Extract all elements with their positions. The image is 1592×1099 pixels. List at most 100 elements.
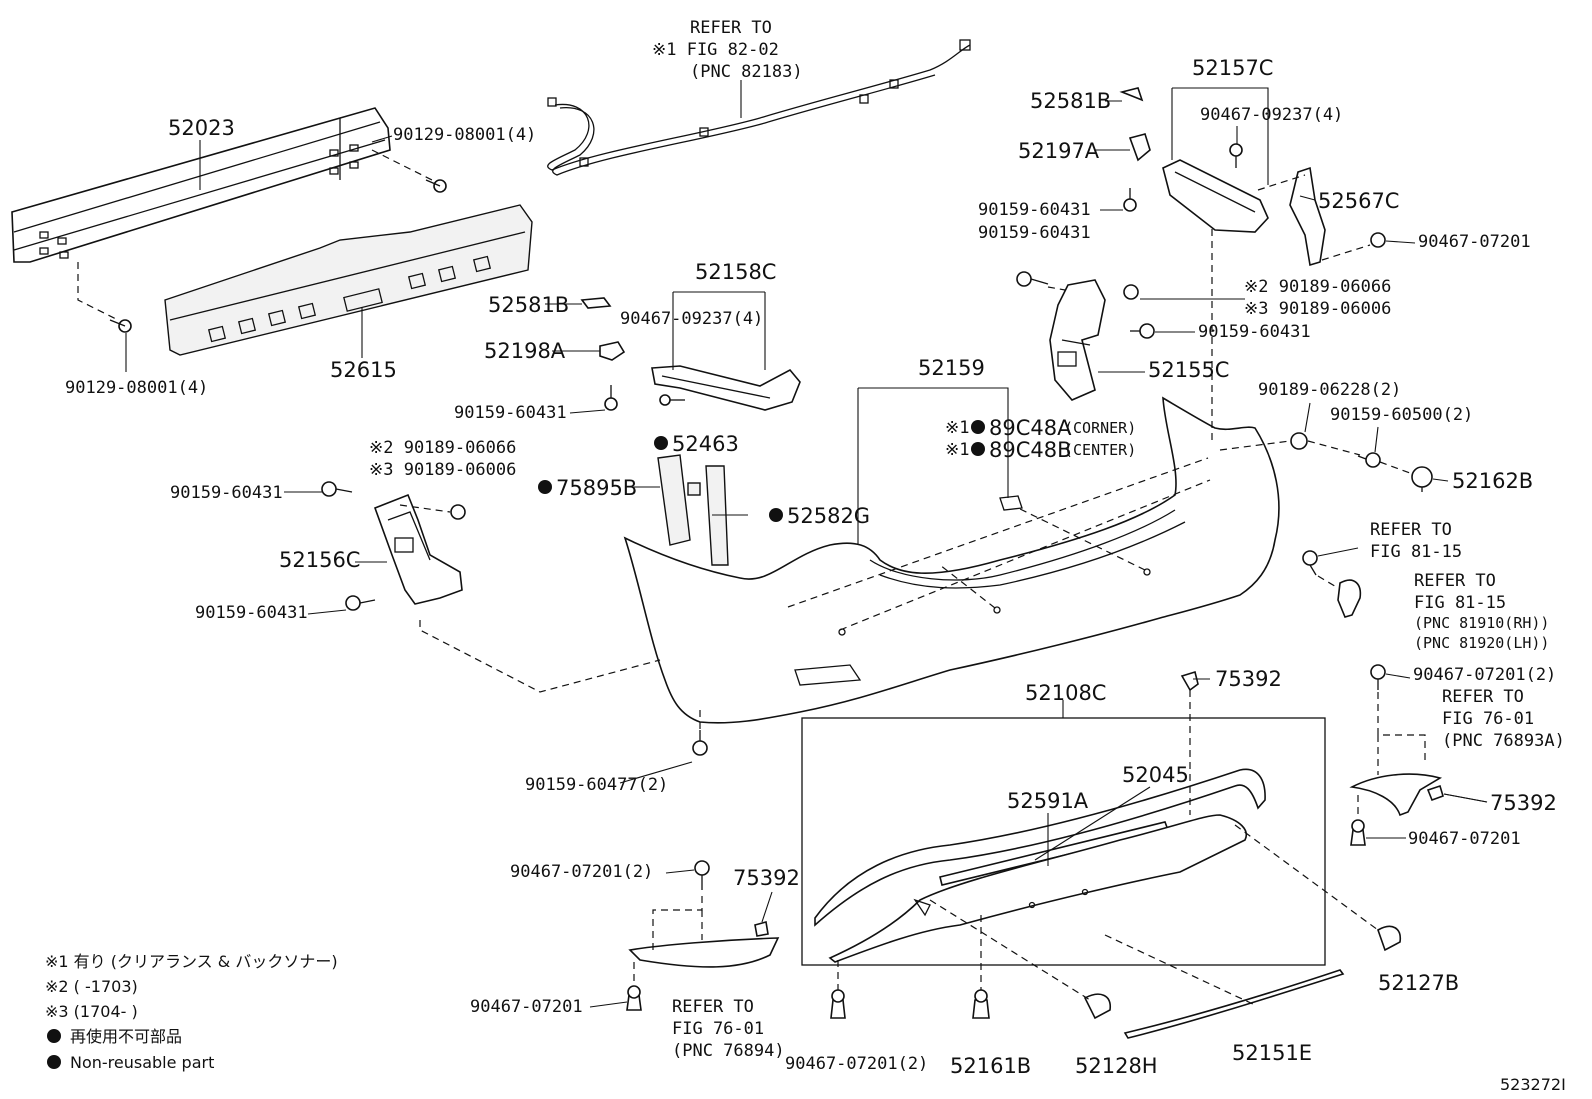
refer-81-15b-line1: REFER TO (1414, 571, 1496, 591)
callout-52591A: 52591A (1007, 789, 1089, 813)
clip-90467-07201-rh-bottom (1350, 819, 1366, 846)
callout-note2-lh: ※2 90189-06066 (369, 438, 516, 458)
part-52155C-retainer (1049, 279, 1106, 401)
part-52156C-retainer (373, 493, 463, 605)
nonreusable-dot-75895B (538, 480, 552, 494)
callout-52151E: 52151E (1232, 1041, 1312, 1065)
callout-note3-rh: ※3 90189-06006 (1244, 299, 1391, 319)
cap-52127B (1377, 925, 1402, 952)
pad-52463 (687, 482, 701, 496)
clip-52581B-lh (580, 297, 612, 309)
screw-90159-rh-c (1130, 323, 1155, 339)
part-52045-diffuser (814, 768, 1266, 927)
screw-90159-lh-a (604, 385, 618, 411)
reflector-refer-76-01-rh (1349, 773, 1443, 817)
callout-52155C: 52155C (1148, 358, 1229, 382)
callout-52197A: 52197A (1018, 139, 1100, 163)
callout-52159: 52159 (918, 356, 985, 380)
refer-81-15b-line2: FIG 81-15 (1414, 593, 1506, 613)
screw-90159-lh-b (321, 481, 353, 497)
part-52159-bumper-cover (623, 396, 1280, 724)
part-52158C-bracket (651, 365, 801, 411)
callout-52463: 52463 (672, 432, 739, 456)
plug-52162B (1411, 466, 1433, 492)
part-52615-absorber (164, 204, 533, 356)
clip-90467-07201-lh-top (694, 860, 710, 890)
bolt-90129-top (425, 179, 447, 193)
molding-52151E (1123, 969, 1345, 1039)
callout-52582G: 52582G (787, 504, 870, 528)
callout-90159-60431-lh-a: 90159-60431 (454, 403, 567, 423)
screw-90159-rh-b (1016, 271, 1049, 287)
clip-52198A (599, 341, 626, 361)
callout-90159-60431-rh-c: 90159-60431 (1198, 322, 1311, 342)
reflector-refer-76-01-lh (628, 937, 780, 968)
refer-76-01a-line2: FIG 76-01 (1442, 709, 1534, 729)
callout-52198A: 52198A (484, 339, 566, 363)
clip-75392-rh (1426, 784, 1444, 802)
callout-90467-07201-rh-bottom: 90467-07201 (1408, 829, 1521, 849)
callout-52158C: 52158C (695, 260, 776, 284)
callout-52156C: 52156C (279, 548, 360, 572)
callout-90467-09237-lh: 90467-09237(4) (620, 309, 763, 329)
callout-52108C: 52108C (1025, 681, 1106, 705)
sensor-cover-refer-81-15 (1337, 579, 1362, 618)
callout-52023: 52023 (168, 116, 235, 140)
clip-90467-07201-lh-bottom (626, 985, 642, 1011)
callout-90467-07201-box: 90467-07201(2) (785, 1054, 928, 1074)
callout-89C48A: 89C48A (989, 416, 1072, 440)
callout-75895B: 75895B (556, 476, 637, 500)
screw-90159-60477 (692, 730, 708, 756)
callout-52581B-lh: 52581B (488, 293, 569, 317)
callout-90189-06228: 90189-06228(2) (1258, 380, 1401, 400)
refer-82-line3: (PNC 82183) (690, 62, 803, 82)
callout-90159-60500: 90159-60500(2) (1330, 405, 1473, 425)
callout-note2-rh: ※2 90189-06066 (1244, 277, 1391, 297)
nonreusable-dot-52463 (654, 436, 668, 450)
callout-90129-top: 90129-08001(4) (393, 125, 536, 145)
legend-dot-1 (47, 1029, 61, 1043)
callout-90159-60431-rh-a: 90159-60431 (978, 200, 1091, 220)
callout-90159-60477: 90159-60477(2) (525, 775, 668, 795)
clip-52161B (972, 989, 990, 1019)
callout-52615: 52615 (330, 358, 397, 382)
callout-90159-60431-lh-b: 90159-60431 (170, 483, 283, 503)
callout-89C48A-tag: (CORNER) (1064, 419, 1136, 437)
refer-81-15a-line1: REFER TO (1370, 520, 1452, 540)
clip-52197A (1128, 133, 1151, 162)
callout-75392-top: 75392 (1215, 667, 1282, 691)
callout-note3-lh: ※3 90189-06006 (369, 460, 516, 480)
callout-75392-lh: 75392 (733, 866, 800, 890)
callout-90467-07201-lh-bottom: 90467-07201 (470, 997, 583, 1017)
bolt-90129-bottom (109, 319, 132, 333)
legend-note-3: ※3 (1704- ) (45, 1002, 138, 1021)
nonreusable-dot-52582G (769, 508, 783, 522)
refer-76-01b-line1: REFER TO (672, 997, 754, 1017)
callout-90467-07201-rh: 90467-07201 (1418, 232, 1531, 252)
callout-52157C: 52157C (1192, 56, 1273, 80)
callout-52581B-rh: 52581B (1030, 89, 1111, 113)
nut-90189-06228 (1290, 432, 1308, 450)
nut-90189-rh (1123, 284, 1139, 300)
screw-refer-81-15 (1302, 550, 1318, 576)
callout-90467-07201-lh-top: 90467-07201(2) (510, 862, 653, 882)
refer-76-01a-line3: (PNC 76893A) (1442, 731, 1565, 751)
callout-75392-rh: 75392 (1490, 791, 1557, 815)
cap-52128H (1083, 993, 1111, 1020)
nonreusable-dot-89C48A (971, 420, 985, 434)
callout-90467-07201-rh-top: 90467-07201(2) (1413, 665, 1556, 685)
clip-75392-lh (754, 920, 769, 937)
legend-note-1: ※1 有り (クリアランス & バックソナー) (45, 952, 338, 971)
part-52567C-bracket (1289, 166, 1326, 267)
clip-90467-07201-rh-top (1370, 664, 1386, 690)
legend-note-2: ※2 ( -1703) (45, 977, 138, 996)
callout-90159-60431-lh-c: 90159-60431 (195, 603, 308, 623)
part-52157C-bracket (1162, 159, 1269, 233)
refer-81-15a-line2: FIG 81-15 (1370, 542, 1462, 562)
nut-90189-lh (450, 504, 466, 520)
screw-90467-09237-lh (659, 394, 685, 406)
callout-89C48B: 89C48B (989, 438, 1072, 462)
callout-52127B: 52127B (1378, 971, 1459, 995)
callout-52045: 52045 (1122, 763, 1189, 787)
